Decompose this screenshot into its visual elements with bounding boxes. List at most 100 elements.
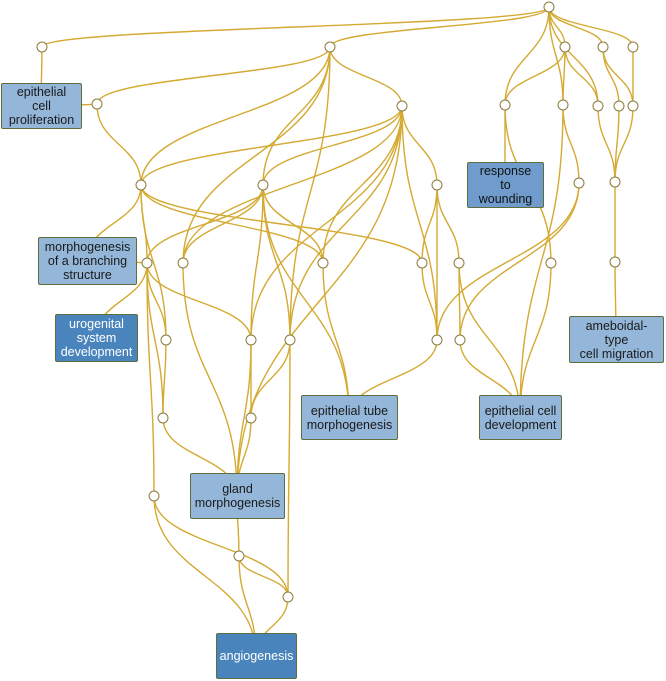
edge bbox=[146, 184, 264, 264]
edge bbox=[96, 46, 331, 105]
graph-node[interactable] bbox=[416, 257, 428, 269]
graph-node[interactable] bbox=[396, 100, 408, 112]
edge bbox=[140, 105, 403, 186]
edge bbox=[182, 262, 238, 497]
edge-layer bbox=[40, 6, 634, 657]
edge bbox=[562, 104, 580, 184]
edge bbox=[421, 184, 438, 264]
edge bbox=[329, 6, 550, 48]
graph-node[interactable] bbox=[282, 591, 294, 603]
graph-node[interactable] bbox=[597, 41, 609, 53]
graph-node[interactable] bbox=[324, 41, 336, 53]
graph-node[interactable] bbox=[627, 100, 639, 112]
graph-node[interactable] bbox=[557, 99, 569, 111]
graph-node[interactable] bbox=[245, 334, 257, 346]
edge bbox=[459, 182, 580, 341]
edge bbox=[322, 262, 350, 418]
graph-node[interactable] bbox=[177, 257, 189, 269]
graph-node[interactable] bbox=[431, 334, 443, 346]
edge bbox=[262, 184, 324, 264]
graph-node[interactable] bbox=[559, 41, 571, 53]
term-epithelial-cell-development[interactable]: epithelial cell development bbox=[479, 395, 562, 440]
term-label: gland morphogenesis bbox=[194, 482, 281, 510]
edge bbox=[289, 46, 331, 341]
term-urogenital-system-development[interactable]: urogenital system development bbox=[55, 314, 138, 362]
term-morphogenesis-of-a-branching-structure[interactable]: morphogenesis of a branching structure bbox=[38, 237, 137, 285]
graph-node[interactable] bbox=[135, 179, 147, 191]
edge bbox=[322, 105, 403, 264]
edge bbox=[289, 105, 403, 341]
term-label: ameboidal-type cell migration bbox=[579, 318, 654, 361]
graph-node[interactable] bbox=[431, 179, 443, 191]
edge bbox=[548, 6, 634, 48]
graph-node[interactable] bbox=[233, 550, 245, 562]
graph-node[interactable] bbox=[317, 257, 329, 269]
edge bbox=[140, 184, 167, 341]
edge bbox=[548, 6, 564, 106]
edge bbox=[153, 495, 289, 598]
edge bbox=[182, 46, 331, 264]
graph-node[interactable] bbox=[453, 257, 465, 269]
edge bbox=[182, 105, 403, 264]
term-epithelial-cell-proliferation[interactable]: epithelial cell proliferation bbox=[1, 83, 82, 129]
graph-node[interactable] bbox=[157, 412, 169, 424]
term-gland-morphogenesis[interactable]: gland morphogenesis bbox=[190, 473, 285, 519]
graph-node[interactable] bbox=[592, 100, 604, 112]
edge bbox=[602, 46, 620, 107]
edge bbox=[262, 184, 350, 418]
graph-node[interactable] bbox=[245, 412, 257, 424]
edge bbox=[96, 103, 142, 186]
term-label: angiogenesis bbox=[219, 649, 294, 663]
graph-node[interactable] bbox=[609, 256, 621, 268]
term-label: epithelial cell proliferation bbox=[8, 85, 75, 127]
edge bbox=[250, 105, 403, 341]
edge bbox=[41, 6, 550, 48]
edge bbox=[236, 105, 403, 497]
term-response-to-wounding[interactable]: response to wounding bbox=[467, 162, 544, 208]
edge bbox=[564, 46, 599, 107]
term-label: response to wounding bbox=[478, 164, 533, 206]
edge bbox=[602, 46, 634, 107]
edge bbox=[262, 184, 291, 341]
graph-node[interactable] bbox=[613, 100, 625, 112]
edge bbox=[140, 46, 331, 186]
graph-node[interactable] bbox=[148, 490, 160, 502]
term-ameboidal-type-cell-migration[interactable]: ameboidal-type cell migration bbox=[569, 316, 664, 363]
edge bbox=[519, 104, 564, 418]
graph-node[interactable] bbox=[627, 41, 639, 53]
edge bbox=[162, 339, 167, 419]
edge bbox=[548, 6, 599, 107]
edge bbox=[614, 105, 634, 183]
graph-node[interactable] bbox=[257, 179, 269, 191]
graph-node[interactable] bbox=[91, 98, 103, 110]
edge bbox=[504, 46, 566, 106]
edge bbox=[287, 339, 291, 598]
term-epithelial-tube-morphogenesis[interactable]: epithelial tube morphogenesis bbox=[301, 395, 398, 440]
edge bbox=[262, 105, 403, 186]
term-label: epithelial cell development bbox=[484, 403, 557, 432]
term-angiogenesis[interactable]: angiogenesis bbox=[216, 633, 297, 679]
graph-node[interactable] bbox=[499, 99, 511, 111]
edge bbox=[329, 46, 403, 107]
graph-node[interactable] bbox=[36, 41, 48, 53]
edge bbox=[436, 184, 460, 264]
edge bbox=[236, 339, 252, 497]
graph-node[interactable] bbox=[284, 334, 296, 346]
edge bbox=[250, 339, 291, 419]
graph-node[interactable] bbox=[160, 334, 172, 346]
edge bbox=[504, 6, 550, 106]
edge bbox=[597, 105, 616, 183]
edge bbox=[238, 555, 289, 598]
graph-node[interactable] bbox=[543, 1, 555, 13]
edge bbox=[250, 184, 264, 341]
node-layer bbox=[36, 1, 639, 603]
graph-node[interactable] bbox=[454, 334, 466, 346]
graph-node[interactable] bbox=[141, 257, 153, 269]
graph-node[interactable] bbox=[609, 176, 621, 188]
edge bbox=[421, 262, 438, 341]
edge bbox=[182, 184, 264, 264]
graph-node[interactable] bbox=[573, 177, 585, 189]
graph-node[interactable] bbox=[545, 257, 557, 269]
term-label: epithelial tube morphogenesis bbox=[306, 403, 393, 432]
edge bbox=[146, 262, 252, 341]
